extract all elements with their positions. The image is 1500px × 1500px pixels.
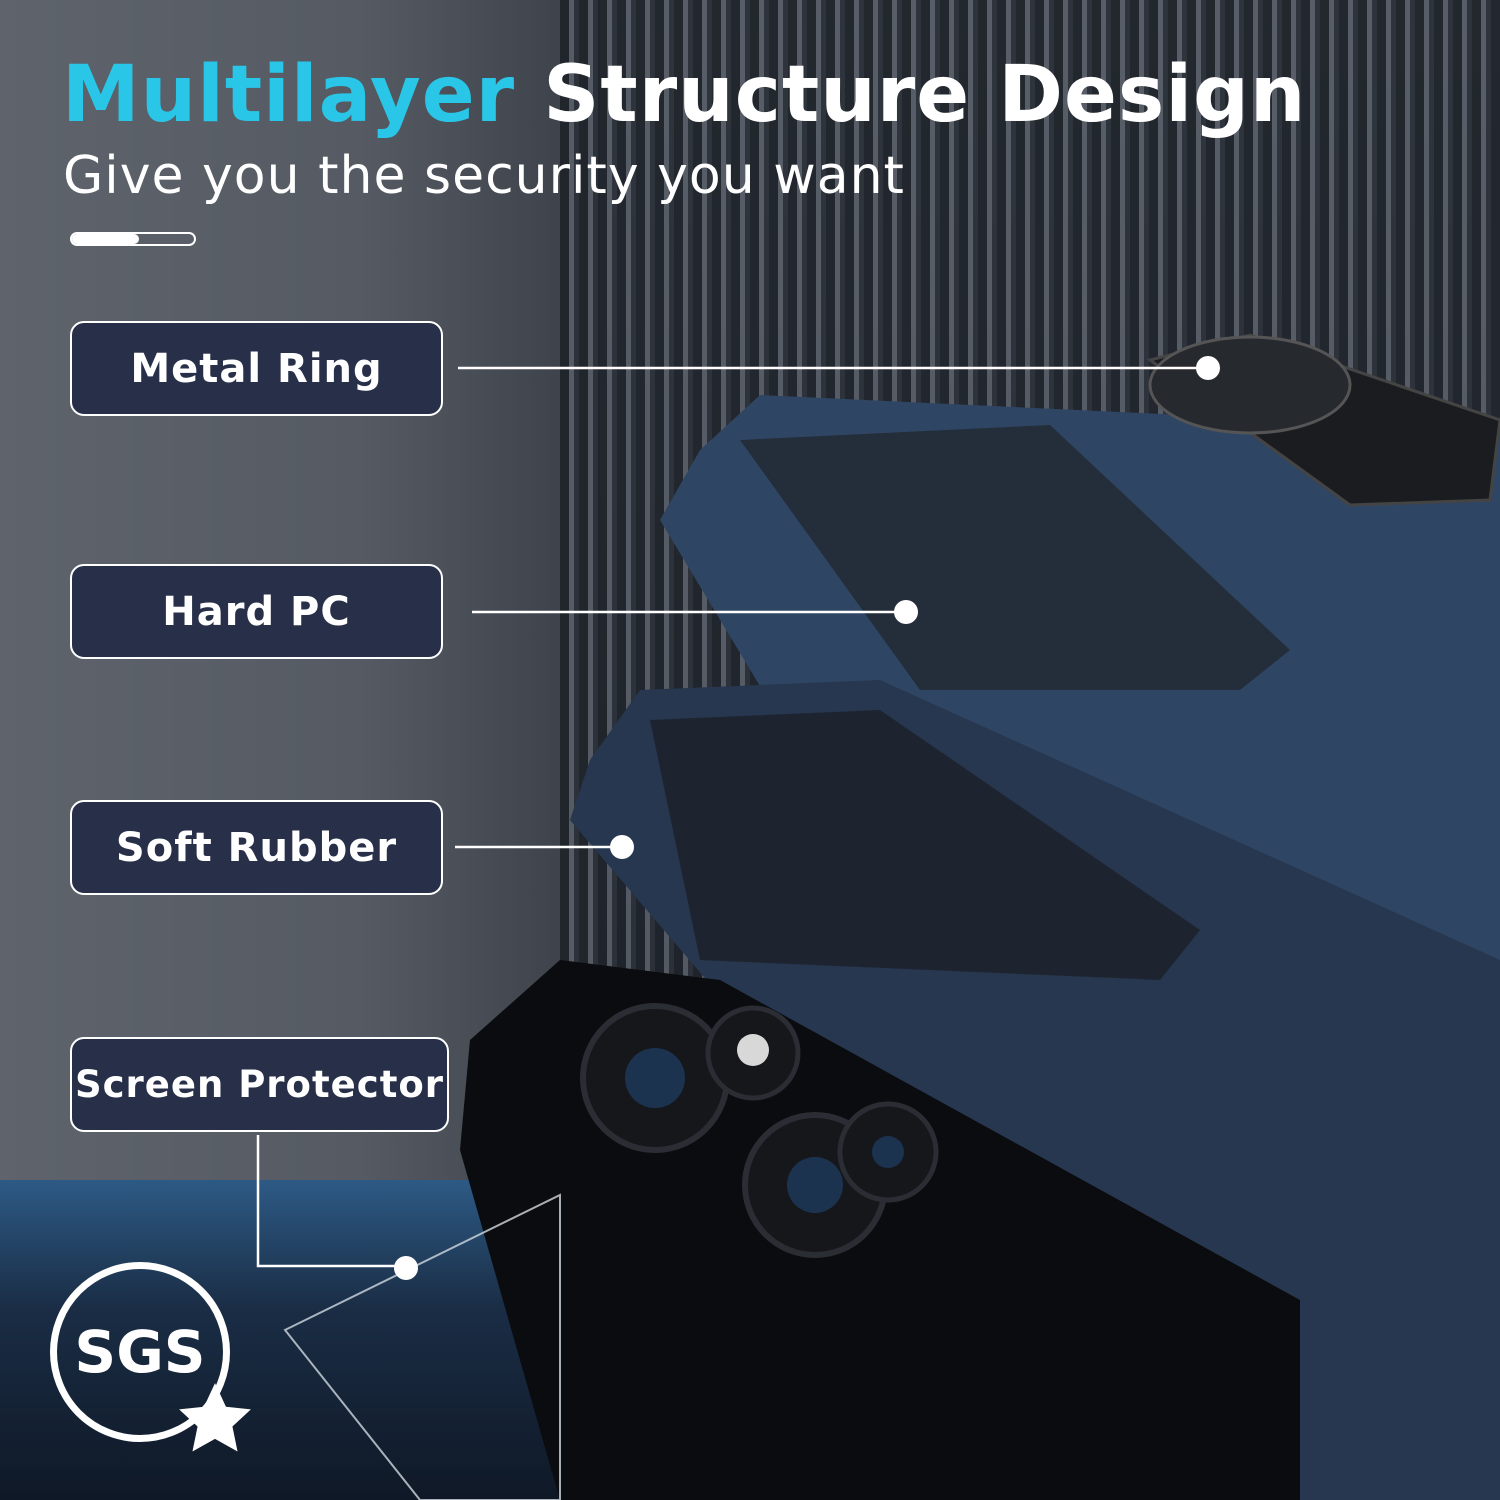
title-rest: Structure Design (543, 50, 1307, 140)
page-title: Multilayer Structure Design (62, 50, 1306, 140)
label-screen-protector: Screen Protector (70, 1037, 449, 1132)
title-highlight: Multilayer (62, 50, 516, 140)
subtitle: Give you the security you want (63, 146, 905, 206)
soft-rubber-cutout (650, 710, 1200, 980)
label-hard-pc: Hard PC (70, 564, 443, 659)
sgs-badge: SGS (50, 1262, 230, 1442)
progress-fill (72, 234, 140, 244)
sgs-text: SGS (74, 1318, 206, 1386)
camera-lenses (580, 1003, 939, 1258)
callout-dots (394, 356, 1220, 1280)
screen-protector (283, 1193, 561, 1500)
hard-pc-cutout (740, 425, 1290, 690)
progress-bar (70, 232, 196, 246)
star-icon (179, 1383, 251, 1452)
label-metal-ring: Metal Ring (70, 321, 443, 416)
callout-lines (256, 366, 1208, 1268)
label-soft-rubber: Soft Rubber (70, 800, 443, 895)
